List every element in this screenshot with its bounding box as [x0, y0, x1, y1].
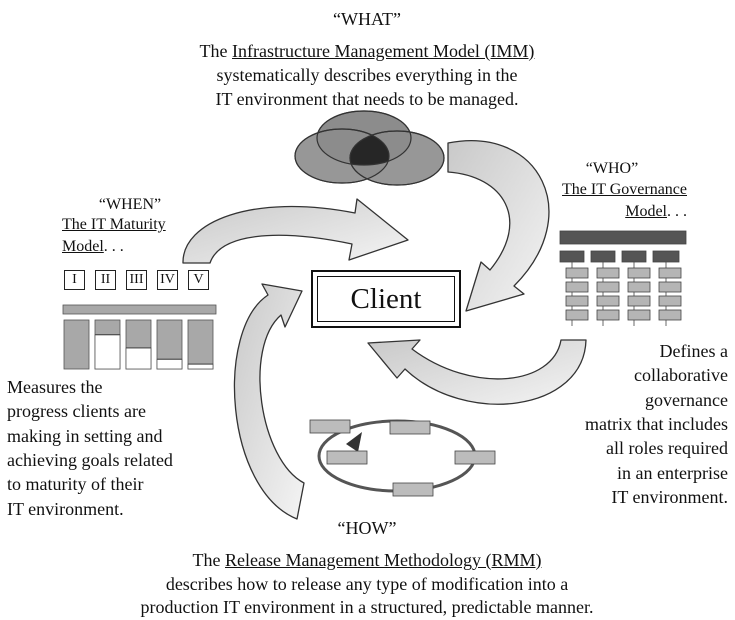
maturity-column-remaining [187, 363, 214, 370]
cycle-arrows [182, 140, 587, 520]
who-desc-line: IT environment. [611, 486, 728, 507]
venn-diagram-icon [294, 110, 445, 186]
who-desc-line: governance [645, 389, 728, 410]
maturity-columns [63, 319, 214, 370]
it-maturity-model-link[interactable]: The IT Maturity [62, 216, 166, 233]
maturity-column-remaining [94, 334, 121, 370]
maturity-column [187, 319, 214, 370]
how-description-line: describes how to release any type of mod… [165, 574, 569, 594]
maturity-level-4: IV [157, 270, 178, 290]
who-desc-line: matrix that includes [585, 413, 728, 434]
maturity-column-remaining [125, 347, 152, 370]
release-step-box [309, 419, 351, 434]
when-desc-line: achieving goals related [7, 449, 173, 470]
maturity-column [63, 319, 90, 370]
who-heading: “WHO” [585, 160, 639, 177]
maturity-level-1: I [64, 270, 85, 290]
when-desc-line: to maturity of their [7, 474, 144, 495]
when-heading: “WHEN” [98, 196, 162, 213]
maturity-level-3: III [126, 270, 147, 290]
maturity-column-remaining [156, 358, 183, 370]
how-title-prefix: The [192, 550, 226, 570]
release-step-box [392, 482, 434, 497]
what-title-line: The Infrastructure Management Model (IMM… [117, 40, 617, 62]
release-cycle-icon [309, 419, 496, 497]
maturity-chart-icon [62, 304, 217, 370]
when-desc-line: progress clients are [7, 401, 146, 422]
it-governance-model-link[interactable]: The IT Governance [562, 181, 687, 198]
who-desc-line: Defines a [659, 341, 728, 361]
what-description-line: systematically describes everything in t… [216, 65, 518, 85]
client-label: Client [317, 276, 455, 322]
maturity-level-5: V [188, 270, 209, 290]
when-model-line2: Model. . . [62, 238, 124, 255]
when-desc-line: making in setting and [7, 425, 163, 446]
what-heading: “WHAT” [333, 9, 401, 29]
how-heading: “HOW” [337, 518, 397, 538]
arrow-how-to-client [233, 283, 305, 520]
what-title-prefix: The [199, 41, 233, 61]
arrow-what-to-client [447, 140, 550, 312]
how-title-line: The Release Management Methodology (RMM) [67, 549, 667, 571]
matrix-header-bar [559, 230, 687, 245]
imm-link[interactable]: Infrastructure Management Model (IMM) [232, 41, 535, 61]
release-cycle-arrowhead [346, 432, 362, 452]
who-desc-line: all roles required [606, 438, 728, 459]
release-step-box [454, 450, 496, 465]
it-maturity-model-link-2[interactable]: Model [62, 238, 104, 255]
rmm-link[interactable]: Release Management Methodology (RMM) [225, 550, 542, 570]
who-desc-line: in an enterprise [617, 462, 728, 483]
arrow-who-to-client [367, 339, 587, 405]
venn-center-overlap [350, 131, 389, 165]
when-desc-line: IT environment. [7, 498, 124, 519]
arrow-when-to-client [182, 198, 409, 264]
release-step-box [389, 420, 431, 435]
when-desc-line: Measures the [7, 377, 103, 397]
what-description-line: IT environment that needs to be managed. [215, 89, 519, 109]
client-box: Client [311, 270, 461, 328]
who-desc-line: collaborative [634, 365, 728, 386]
maturity-bar [62, 304, 217, 315]
it-governance-model-link-2[interactable]: Model [625, 203, 667, 220]
release-step-box [326, 450, 368, 465]
maturity-level-2: II [95, 270, 116, 290]
governance-matrix-icon [559, 230, 687, 326]
how-description-line: production IT environment in a structure… [140, 597, 594, 617]
who-model-line2: Model. . . [625, 203, 687, 220]
